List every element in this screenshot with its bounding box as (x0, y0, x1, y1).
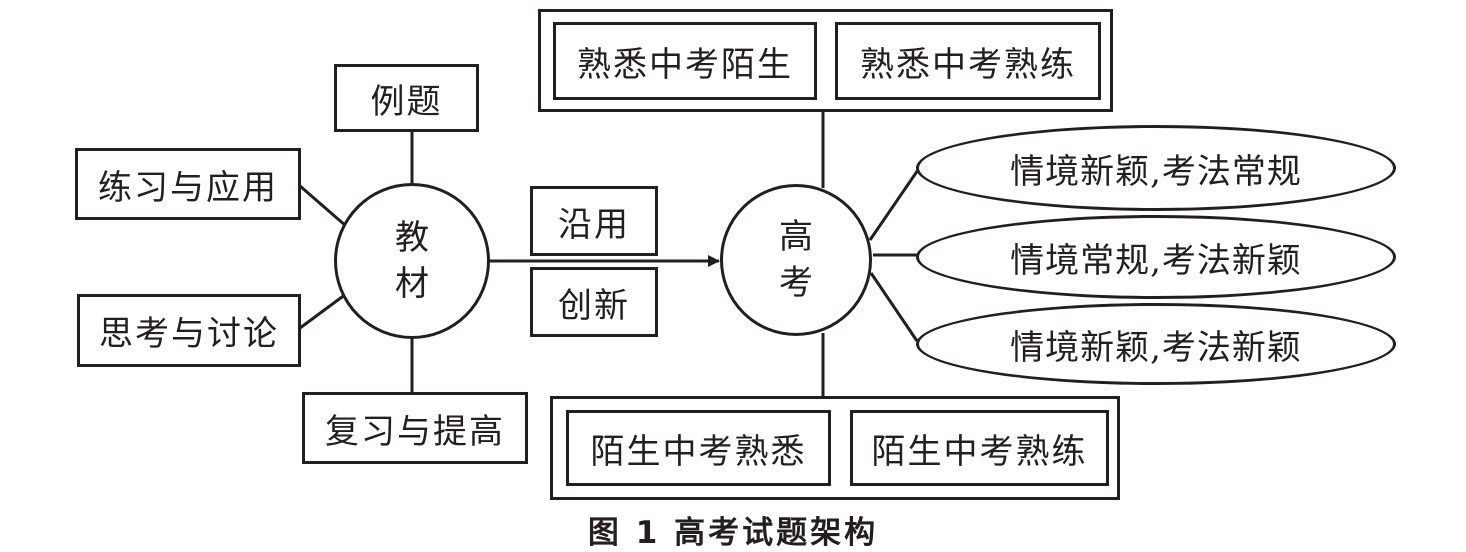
practice-box: 练习与应用 (75, 148, 301, 220)
line-think (299, 292, 347, 330)
exam-bottom-box-2: 陌生中考熟练 (850, 410, 1109, 486)
figure-caption: 图 1 高考试题架构 (587, 515, 879, 551)
review-box: 复习与提高 (302, 392, 528, 464)
think-box: 思考与讨论 (77, 294, 301, 367)
exam-top-box-1: 熟悉中考陌生 (553, 22, 817, 100)
textbook-node: 教材 (334, 183, 490, 339)
exam-top-box-2: 熟悉中考熟练 (835, 22, 1101, 100)
textbook-label: 教材 (395, 218, 429, 304)
line-practice (299, 184, 347, 228)
line-oval-3 (869, 272, 919, 342)
exam-label: 高考 (779, 217, 813, 303)
oval-regular-context-new-method: 情境常规,考法新颖 (916, 215, 1396, 299)
oval-new-context-regular-method: 情境新颖,考法常规 (916, 125, 1396, 211)
continue-box: 沿用 (530, 186, 658, 256)
example-box: 例题 (334, 64, 479, 132)
oval-new-context-new-method: 情境新颖,考法新颖 (916, 303, 1396, 385)
innovate-box: 创新 (530, 267, 658, 337)
exam-bottom-box-1: 陌生中考熟悉 (566, 410, 831, 486)
exam-node: 高考 (720, 184, 872, 336)
line-oval-1 (868, 166, 922, 241)
